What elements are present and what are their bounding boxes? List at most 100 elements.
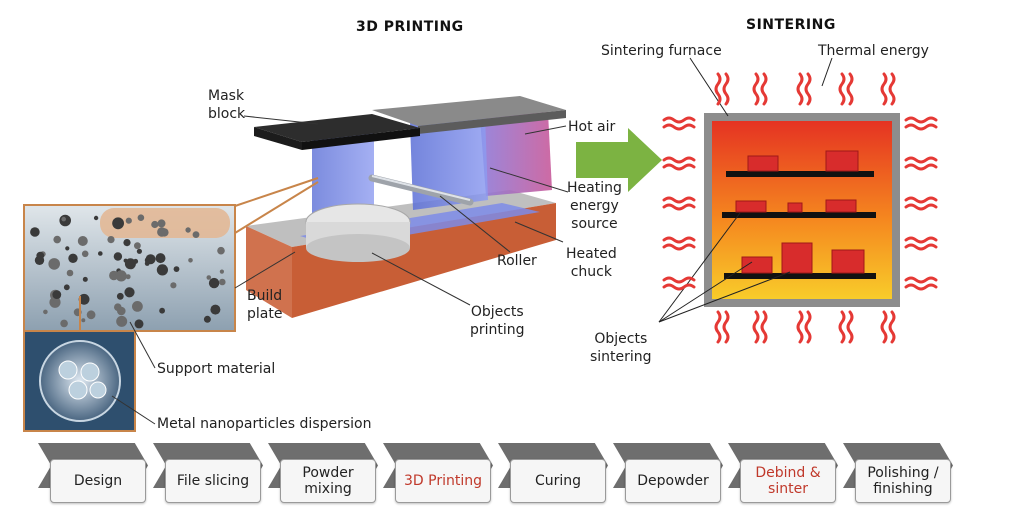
label-heated-chuck: Heated chuck (566, 245, 617, 281)
heat-wave (664, 245, 694, 249)
support-particle (61, 217, 66, 222)
support-particle (170, 282, 176, 288)
heat-wave (724, 74, 728, 104)
step-box: Depowder (625, 459, 721, 503)
header-sintering: SINTERING (746, 17, 836, 33)
support-particle (98, 251, 103, 256)
support-particle (68, 254, 77, 263)
label-support-material: Support material (157, 360, 275, 378)
label-hot-air: Hot air (568, 118, 615, 136)
step-label: Polishing / finishing (867, 465, 938, 497)
heat-wave (848, 74, 852, 104)
support-particle (114, 252, 122, 260)
heat-wave (798, 74, 802, 104)
support-particle (157, 264, 168, 275)
heat-wave (754, 74, 758, 104)
label-roller: Roller (497, 252, 537, 270)
step-label: Powder mixing (302, 465, 353, 497)
heat-wave (806, 312, 810, 342)
support-particle (60, 320, 68, 328)
heat-wave (906, 245, 936, 249)
label-mask-block: Mask block (208, 87, 245, 123)
support-particle (107, 236, 114, 243)
heat-wave (840, 312, 844, 342)
support-particle (220, 270, 224, 274)
step-design: Design (38, 443, 148, 505)
step-3d-printing: 3D Printing (383, 443, 493, 505)
heat-wave (716, 312, 720, 342)
support-particle (137, 249, 142, 254)
support-particle (52, 290, 61, 299)
support-particle (67, 270, 74, 277)
heat-wave (882, 74, 886, 104)
label-metal-nanoparticles: Metal nanoparticles dispersion (157, 415, 371, 433)
step-label: Depowder (637, 473, 709, 489)
support-particle (53, 236, 61, 244)
step-powder-mixing: Powder mixing (268, 443, 378, 505)
support-particle (204, 316, 211, 323)
step-curing: Curing (498, 443, 608, 505)
heat-wave (664, 158, 694, 162)
support-particle (116, 316, 127, 327)
shelf-top (726, 171, 874, 177)
heat-wave (724, 312, 728, 342)
support-particle (138, 214, 145, 221)
roller-drum-bottom (306, 234, 410, 262)
shelf-middle (722, 212, 876, 218)
heat-wave (890, 312, 894, 342)
support-particle (124, 287, 134, 297)
label-build-plate: Build plate (247, 287, 282, 323)
heat-wave (754, 312, 758, 342)
support-particle (81, 318, 85, 322)
support-particle (219, 279, 226, 286)
heat-wave (906, 285, 936, 289)
step-label: File slicing (177, 473, 249, 489)
step-label: 3D Printing (404, 473, 482, 489)
label-heating-energy-source: Heating energy source (567, 179, 622, 233)
label-sintering-furnace: Sintering furnace (601, 42, 722, 60)
support-particle (64, 284, 70, 290)
label-objects-sintering: Objects sintering (590, 330, 652, 366)
heat-wave (882, 312, 886, 342)
support-particle (135, 319, 144, 328)
heat-wave (840, 74, 844, 104)
support-particle (158, 219, 166, 227)
step-box: Polishing / finishing (855, 459, 951, 503)
step-box: File slicing (165, 459, 261, 503)
support-particle (174, 266, 180, 272)
heat-wave (664, 165, 694, 169)
heat-wave (806, 74, 810, 104)
step-file-slicing: File slicing (153, 443, 263, 505)
step-polishing-finishing: Polishing / finishing (843, 443, 953, 505)
support-particle (188, 258, 193, 263)
heat-wave (906, 125, 936, 129)
support-particle (82, 251, 89, 258)
support-particle (126, 218, 132, 224)
step-label: Debind & sinter (755, 465, 820, 497)
step-label: Design (74, 473, 122, 489)
heat-wave (664, 125, 694, 129)
support-particle (132, 301, 143, 312)
support-particle (123, 239, 130, 246)
heat-wave (906, 278, 936, 282)
heat-wave (664, 205, 694, 209)
sintering-furnace (659, 58, 900, 322)
support-particle (94, 216, 98, 220)
header-3d-printing: 3D PRINTING (356, 19, 464, 35)
heat-wave (906, 158, 936, 162)
support-particle (65, 246, 69, 250)
printer-illustration (246, 96, 566, 318)
heat-wave (906, 118, 936, 122)
support-particle (207, 275, 212, 280)
support-particle (87, 310, 96, 319)
support-particle (156, 253, 166, 263)
support-particle (116, 270, 127, 281)
support-particle (117, 293, 124, 300)
heat-wave (906, 238, 936, 242)
support-particle (159, 308, 165, 314)
step-depowder: Depowder (613, 443, 723, 505)
heat-wave (906, 205, 936, 209)
heat-wave (664, 118, 694, 122)
heat-wave (664, 238, 694, 242)
